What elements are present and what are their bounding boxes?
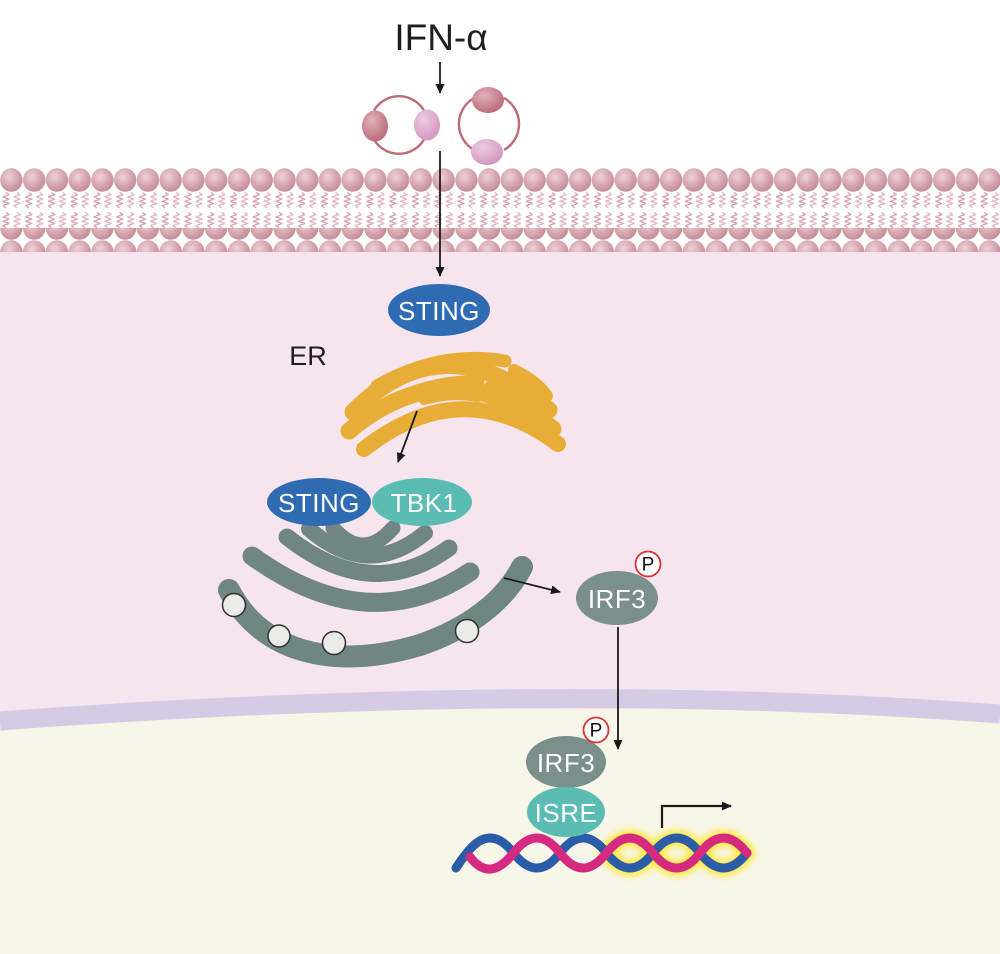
irf3-nucleus-group: IRF3 P [526, 716, 610, 788]
phospho-label: P [642, 555, 655, 576]
receptor-subunit-dark [362, 110, 388, 142]
er-cisterna [356, 401, 566, 457]
arrow-er-to-golgi [396, 410, 418, 463]
golgi-cisterna [278, 528, 458, 582]
golgi-cisterna [242, 546, 480, 612]
dna-strand-blue [451, 833, 752, 873]
arrow-golgi-to-irf3 [503, 577, 561, 595]
sting-membrane-label: STING [398, 296, 480, 326]
lipid-tails [0, 192, 1000, 228]
er-label: ER [289, 341, 327, 371]
golgi-cisterna [325, 520, 401, 553]
receptor-ring-arc [372, 138, 426, 155]
er-structure [340, 351, 566, 457]
receptor-ring-arc [503, 96, 521, 152]
sting-oval-membrane [388, 284, 490, 336]
isre-label: ISRE [535, 798, 598, 828]
phospho-circle [634, 550, 662, 578]
er-cisterna [361, 371, 404, 408]
phospho-badge-nucleus: P [582, 716, 610, 744]
dna-strand-magenta [465, 833, 752, 874]
receptor-ring-arc [372, 95, 426, 112]
irf3-oval-nucleus [526, 736, 606, 788]
isre-oval [527, 787, 605, 837]
cell-membrane [0, 168, 1000, 252]
lipid-heads-bottom [0, 228, 1000, 252]
golgi-structure [218, 520, 533, 668]
receptor-subunit-light [471, 139, 503, 165]
receptor-subunit-light [414, 109, 440, 141]
irf3-cytoplasm-group: IRF3 P [576, 550, 662, 625]
vesicle [267, 624, 291, 648]
phospho-badge-cytoplasm: P [634, 550, 662, 578]
receptor-subunit-dark [472, 87, 504, 113]
ifn-receptor-right [457, 87, 521, 165]
sting-complex-label: STING [278, 488, 360, 518]
sting-oval-complex [267, 478, 371, 526]
irf3-cytoplasm-label: IRF3 [588, 584, 646, 614]
receptor-ring-arc [457, 96, 475, 152]
tbk1-label: TBK1 [390, 488, 457, 518]
golgi-cisterna [218, 556, 533, 668]
golgi-cisterna [301, 521, 433, 564]
golgi-vesicles [221, 592, 480, 656]
vesicle [321, 630, 347, 656]
irf3-nucleus-label: IRF3 [537, 748, 595, 778]
phospho-label: P [590, 721, 603, 742]
pathway-arrows [396, 62, 732, 828]
transcription-start-arrow [660, 801, 732, 828]
irf3-oval-cytoplasm [576, 571, 658, 625]
tbk1-oval [372, 478, 472, 526]
nucleus-background [0, 707, 1000, 954]
lipid-heads-top [0, 168, 1000, 192]
vesicle [221, 592, 247, 618]
ifn-receptor-left [362, 95, 440, 155]
ifn-alpha-label: IFN-α [394, 17, 487, 58]
dna-helix [451, 830, 755, 876]
phospho-circle [582, 716, 610, 744]
nuclear-envelope [0, 689, 1000, 731]
vesicle [454, 618, 480, 644]
er-cisterna [340, 380, 562, 440]
er-cisterna [508, 364, 553, 402]
